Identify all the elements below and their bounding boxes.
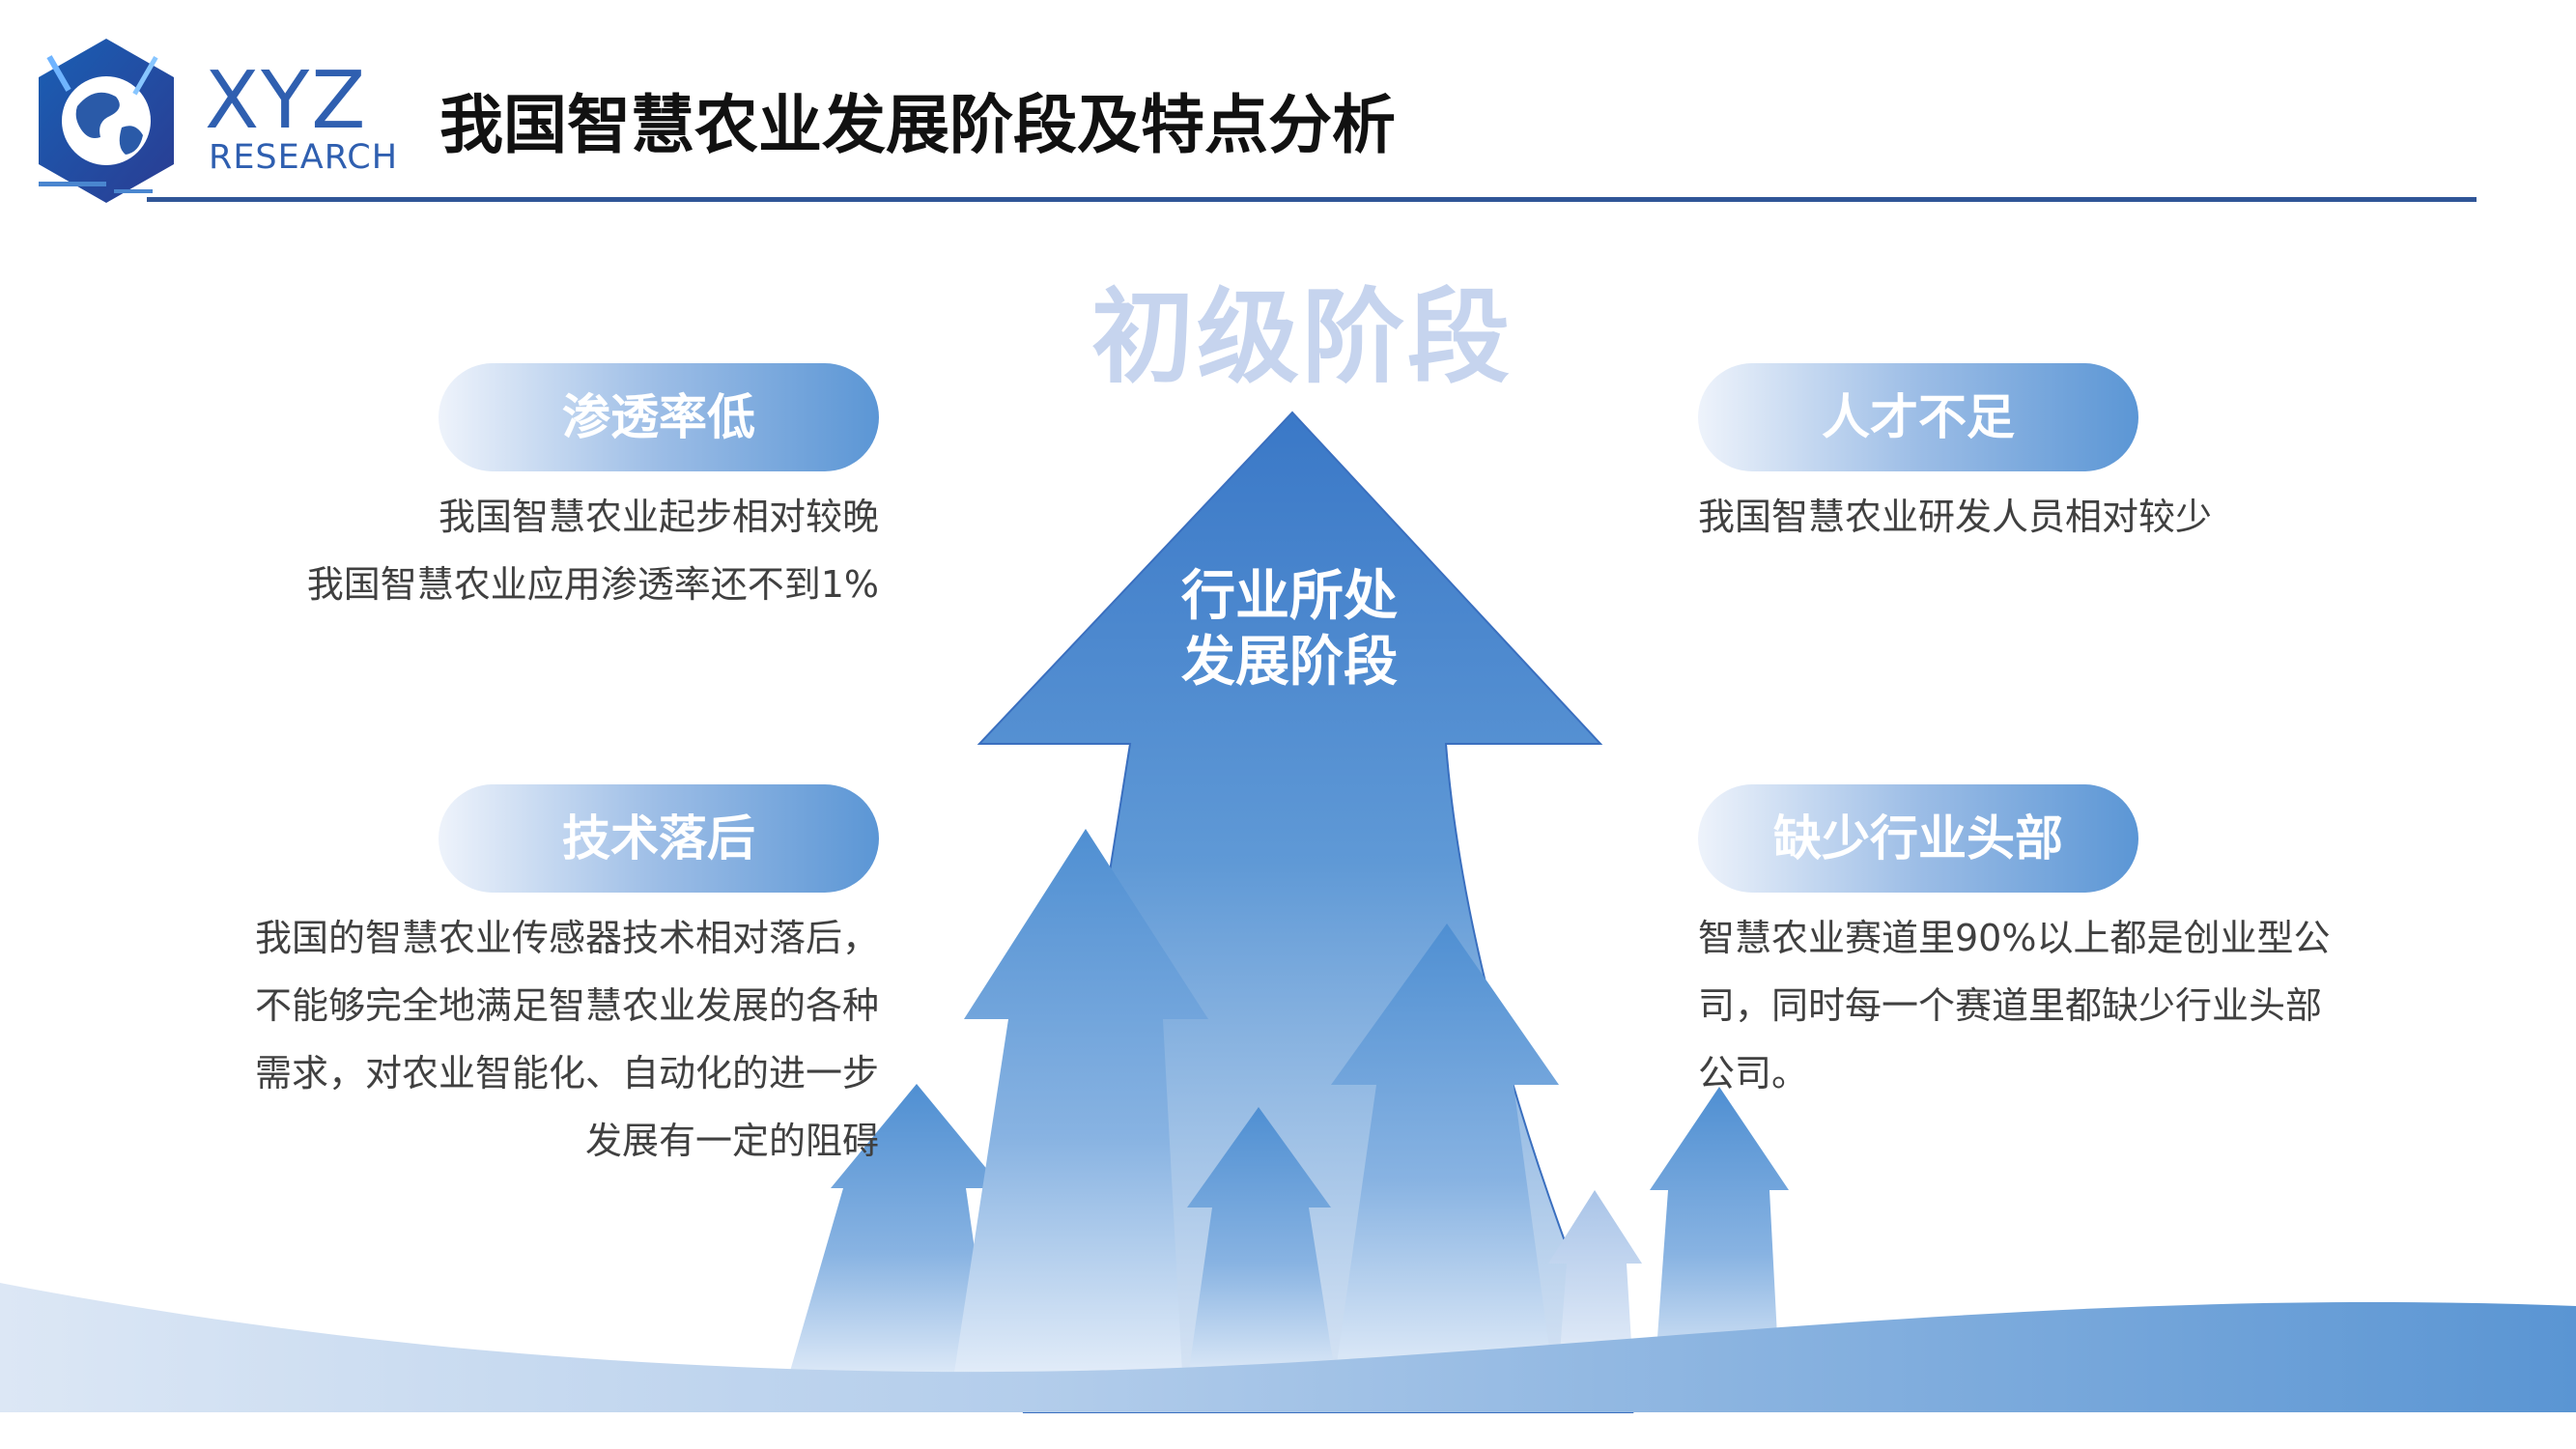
brand-name: XYZ [205, 55, 368, 147]
feature-desc-line: 司，同时每一个赛道里都缺少行业头部 [1698, 984, 2323, 1027]
feature-pill-no-leaders: 缺少行业头部 [1698, 784, 2138, 893]
feature-desc-line: 发展有一定的阻碍 [584, 1120, 879, 1162]
feature-pill-talent-shortage: 人才不足 [1698, 363, 2138, 471]
arrow-2 [951, 829, 1208, 1391]
feature-desc-no-leaders: 智慧农业赛道里90%以上都是创业型公 司，同时每一个赛道里都缺少行业头部 公司。 [1698, 904, 2355, 1107]
center-arrow-line-2: 发展阶段 [1181, 631, 1398, 694]
title-divider [147, 197, 2477, 202]
feature-pill-low-penetration: 渗透率低 [439, 363, 879, 471]
brand-subtitle: RESEARCH [209, 138, 399, 177]
brand-logo[interactable]: XYZ RESEARCH [39, 29, 406, 203]
arrow-3 [1186, 1107, 1338, 1391]
arrow-4 [1331, 923, 1559, 1391]
feature-desc-low-penetration: 我国智慧农业起步相对较晚 我国智慧农业应用渗透率还不到1% [126, 483, 879, 618]
center-arrow-label: 行业所处 发展阶段 [1149, 564, 1430, 696]
feature-desc-line: 智慧农业赛道里90%以上都是创业型公 [1698, 917, 2331, 959]
feature-desc-line: 需求，对农业智能化、自动化的进一步 [254, 1052, 879, 1094]
feature-desc-line: 不能够完全地满足智慧农业发展的各种 [254, 984, 879, 1027]
feature-desc-line: 我国智慧农业研发人员相对较少 [1698, 496, 2213, 538]
feature-desc-line: 我国的智慧农业传感器技术相对落后， [254, 917, 879, 959]
feature-desc-talent-shortage: 我国智慧农业研发人员相对较少 [1698, 483, 2355, 551]
arrow-1 [784, 1084, 1003, 1391]
feature-desc-line: 我国智慧农业起步相对较晚 [438, 496, 879, 538]
page-title: 我国智慧农业发展阶段及特点分析 [439, 88, 1396, 162]
bottom-wave [0, 1283, 2576, 1412]
feature-pill-tech-lag: 技术落后 [439, 784, 879, 893]
feature-desc-tech-lag: 我国的智慧农业传感器技术相对落后， 不能够完全地满足智慧农业发展的各种 需求，对… [126, 904, 879, 1175]
feature-desc-line: 公司。 [1698, 1052, 1809, 1094]
arrow-6 [1650, 1087, 1789, 1391]
center-arrow-line-1: 行业所处 [1181, 565, 1398, 628]
stage-label: 初级阶段 [1091, 278, 1513, 397]
feature-desc-line: 我国智慧农业应用渗透率还不到1% [306, 563, 879, 606]
globe-hexagon-icon [39, 39, 174, 203]
